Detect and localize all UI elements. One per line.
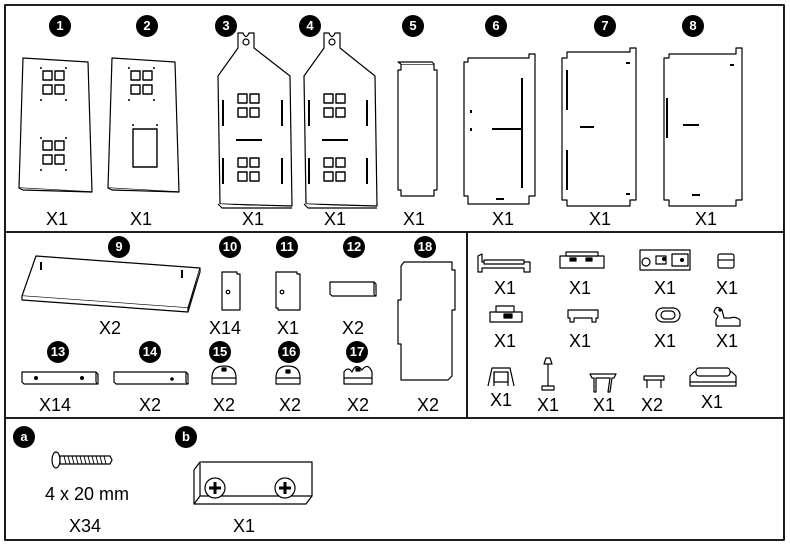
part-b-letter: b (175, 426, 197, 448)
part-7-quantity: X1 (588, 209, 612, 229)
part-4-number: 4 (299, 15, 321, 37)
part-7-number: 7 (594, 15, 616, 37)
part-2-wall (107, 57, 180, 193)
part-5-number: 5 (402, 15, 424, 37)
part-9-quantity: X2 (98, 318, 122, 338)
outer-frame (4, 4, 785, 541)
part-15-cap (211, 365, 237, 385)
furniture-bench (559, 251, 605, 269)
furniture-horse (713, 306, 741, 327)
part-13-number: 13 (47, 341, 69, 363)
part-11-quantity: X1 (276, 318, 300, 338)
furniture-coffee-table-quantity: X1 (592, 395, 616, 415)
furniture-tub-quantity: X1 (653, 331, 677, 351)
part-16-quantity: X2 (278, 395, 302, 415)
part-2-quantity: X1 (129, 209, 153, 229)
part-15-quantity: X2 (212, 395, 236, 415)
part-5-panel (397, 61, 438, 197)
part-17-cap (343, 365, 373, 385)
furniture-bed-quantity: X1 (493, 278, 517, 298)
part-3-quantity: X1 (241, 209, 265, 229)
part-10-plate (221, 271, 241, 311)
furniture-lamp (541, 357, 555, 391)
part-7-floor (561, 47, 637, 207)
furniture-sofa-quantity: X1 (700, 392, 724, 412)
part-6-quantity: X1 (491, 209, 515, 229)
part-17-quantity: X2 (346, 395, 370, 415)
furniture-lamp-quantity: X1 (536, 395, 560, 415)
part-a-quantity: X34 (68, 516, 102, 536)
part-5-quantity: X1 (402, 209, 426, 229)
part-11-number: 11 (276, 236, 298, 258)
part-b-quantity: X1 (232, 516, 256, 536)
part-12-number: 12 (343, 236, 365, 258)
part-16-number: 16 (278, 341, 300, 363)
part-b-bracket (193, 461, 313, 505)
part-1-wall (18, 57, 93, 193)
part-9-number: 9 (108, 236, 130, 258)
furniture-swing (487, 367, 515, 387)
part-9-board (21, 255, 201, 313)
part-12-quantity: X2 (341, 318, 365, 338)
part-3-number: 3 (215, 15, 237, 37)
furniture-bed (477, 253, 531, 273)
furniture-kitchen-quantity: X1 (653, 278, 677, 298)
part-a-screw (51, 451, 113, 469)
part-11-plate (275, 271, 301, 311)
part-1-number: 1 (49, 15, 71, 37)
part-4-quantity: X1 (323, 209, 347, 229)
furniture-stool (643, 375, 665, 388)
part-18-number: 18 (414, 236, 436, 258)
part-10-quantity: X14 (208, 318, 242, 338)
part-15-number: 15 (209, 341, 231, 363)
furniture-basket-quantity: X1 (715, 278, 739, 298)
furniture-bench-quantity: X1 (568, 278, 592, 298)
part-8-floor (663, 47, 743, 207)
part-6-number: 6 (485, 15, 507, 37)
furniture-table-quantity: X1 (568, 331, 592, 351)
part-18-panel (397, 261, 456, 381)
part-8-number: 8 (682, 15, 704, 37)
furniture-tub (655, 307, 681, 323)
part-8-quantity: X1 (694, 209, 718, 229)
part-14-bar (113, 371, 189, 385)
furniture-swing-quantity: X1 (489, 390, 513, 410)
furniture-basket (717, 253, 735, 269)
furniture-stool-quantity: X2 (640, 395, 664, 415)
part-6-floor (463, 53, 536, 205)
furniture-table (567, 309, 599, 323)
furniture-coffee-table (589, 373, 617, 393)
part-12-block (329, 281, 377, 297)
part-a-letter: a (13, 426, 35, 448)
part-18-quantity: X2 (416, 395, 440, 415)
part-13-bar (21, 371, 99, 385)
part-14-quantity: X2 (138, 395, 162, 415)
furniture-sofa (689, 367, 737, 387)
part-17-number: 17 (346, 341, 368, 363)
part-16-cap (275, 365, 301, 385)
part-13-quantity: X14 (38, 395, 72, 415)
furniture-desk (489, 305, 523, 323)
furniture-horse-quantity: X1 (715, 331, 739, 351)
part-2-number: 2 (136, 15, 158, 37)
part-3-gable (217, 32, 293, 209)
part-1-quantity: X1 (45, 209, 69, 229)
part-a-size: 4 x 20 mm (44, 484, 130, 504)
furniture-kitchen (639, 249, 691, 271)
part-14-number: 14 (139, 341, 161, 363)
furniture-desk-quantity: X1 (493, 331, 517, 351)
part-4-gable (303, 32, 378, 209)
part-10-number: 10 (219, 236, 241, 258)
